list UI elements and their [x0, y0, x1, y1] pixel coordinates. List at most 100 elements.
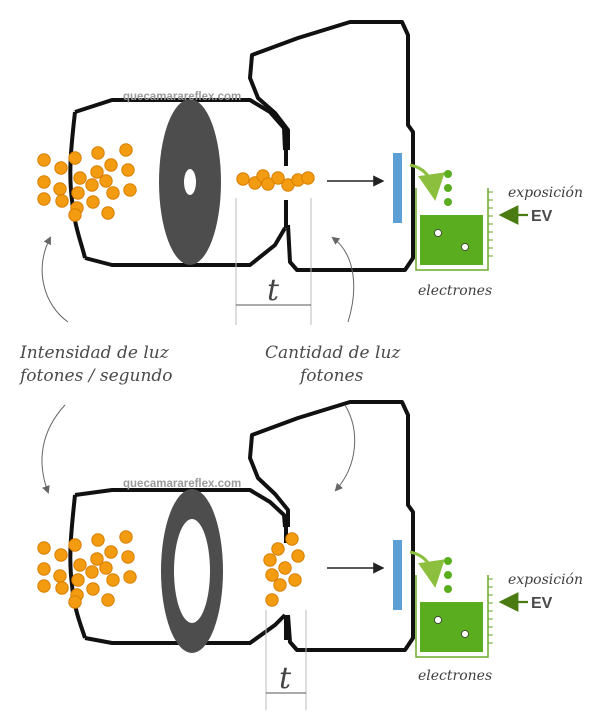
time-label: t [267, 273, 280, 308]
lens-front-edge [68, 494, 87, 639]
photon [73, 171, 87, 185]
sensor [393, 153, 402, 223]
photon [104, 158, 118, 172]
falling-electron [444, 571, 452, 579]
photon [86, 195, 100, 209]
electron-fill-level [420, 215, 483, 265]
photon [101, 593, 115, 607]
falling-electron [444, 557, 452, 565]
photon [101, 206, 115, 220]
quantity-pointer-up [331, 236, 355, 323]
photon [99, 561, 113, 575]
photon [86, 582, 100, 596]
falling-electron [444, 198, 452, 206]
photon [301, 171, 315, 185]
iris-aperture [174, 519, 210, 623]
photon [68, 208, 82, 222]
intensity-label-line2: fotones / segundo [18, 366, 173, 386]
photon [53, 182, 67, 196]
iris-aperture [184, 169, 196, 195]
watermark: quecamarareflex.com [123, 91, 241, 103]
photon [121, 163, 135, 177]
photon [37, 541, 51, 555]
photon [37, 579, 51, 593]
photon [119, 143, 133, 157]
photon [90, 552, 104, 566]
photon [99, 174, 113, 188]
electron-flow-arrow [409, 163, 445, 201]
photon [53, 569, 67, 583]
electron-container [415, 575, 489, 658]
intensity-pointer-down [41, 404, 66, 494]
electron [461, 243, 469, 251]
photon [55, 581, 69, 595]
sensor [393, 540, 402, 610]
electron-flow-arrow [409, 550, 445, 588]
container-scale-ticks [488, 191, 493, 257]
photon [37, 175, 51, 189]
electron-container [415, 188, 489, 271]
camera-body-outline [248, 400, 415, 652]
photon [73, 558, 87, 572]
container-scale-ticks [488, 578, 493, 644]
photon [271, 542, 285, 556]
photon [121, 550, 135, 564]
electron [434, 229, 442, 237]
photon [85, 565, 99, 579]
lens-barrel-outline [74, 98, 287, 151]
photon [123, 570, 137, 584]
electron-fill-level [420, 602, 483, 652]
photon [37, 562, 51, 576]
falling-electron [444, 170, 452, 178]
photon [265, 568, 279, 582]
photon [71, 186, 85, 200]
photon [91, 146, 105, 160]
photon [71, 573, 85, 587]
watermark: quecamarareflex.com [123, 478, 241, 490]
falling-electron [444, 585, 452, 593]
photon [55, 194, 69, 208]
lens-front-edge [68, 111, 87, 259]
bottom-panel [68, 400, 528, 710]
photon [285, 532, 299, 546]
electrons-label: electrones [418, 668, 492, 684]
quantity-label-line2: fotones [298, 366, 364, 386]
intensity-label-line1: Intensidad de luz [19, 343, 170, 363]
intensity-pointer-up [41, 236, 69, 323]
exposure-label: exposición [508, 185, 583, 201]
quantity-label-line1: Cantidad de luz [265, 343, 401, 363]
photon [273, 578, 287, 592]
photon [85, 178, 99, 192]
photon [106, 186, 120, 200]
camera-body-outline [248, 20, 415, 272]
photon [288, 573, 302, 587]
photon [123, 183, 137, 197]
photon [90, 165, 104, 179]
electron [434, 616, 442, 624]
photon [265, 593, 279, 607]
photon [68, 538, 82, 552]
photon [68, 595, 82, 609]
electron [461, 630, 469, 638]
lens-barrel-bottom [84, 226, 287, 267]
photon [271, 171, 285, 185]
top-panel [68, 20, 528, 325]
photon [278, 561, 292, 575]
photon [37, 153, 51, 167]
photon [54, 161, 68, 175]
photon [91, 533, 105, 547]
photon [37, 192, 51, 206]
photon [261, 177, 275, 191]
photon [54, 548, 68, 562]
photon [291, 549, 305, 563]
photon [106, 573, 120, 587]
electrons-label: electrones [418, 283, 492, 299]
photon [68, 151, 82, 165]
exposure-label: exposición [508, 572, 583, 588]
photon [119, 530, 133, 544]
lens-barrel-bottom [84, 613, 287, 645]
quantity-pointer-down [334, 404, 356, 492]
ev-label: EV [531, 208, 553, 225]
time-label: t [279, 661, 292, 696]
